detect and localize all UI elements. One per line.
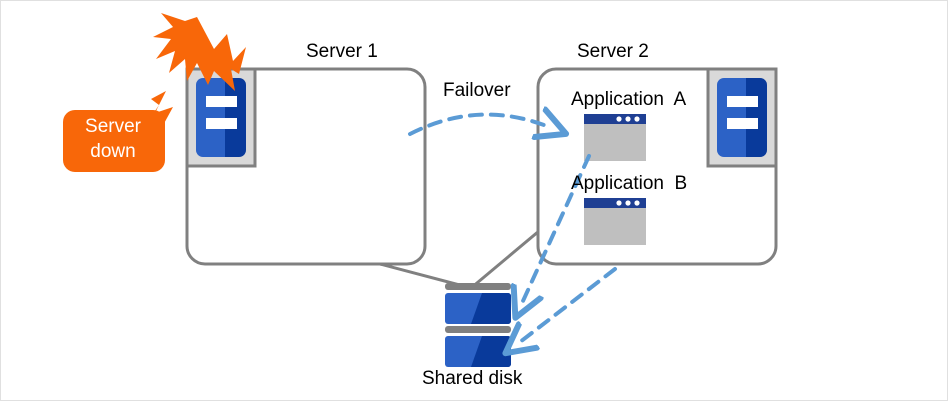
app-b-to-disk-arrow xyxy=(520,267,617,342)
app-a-to-disk-arrow xyxy=(523,154,591,301)
application-a-label: Application A xyxy=(571,89,687,110)
server-down-line2: down xyxy=(90,141,136,162)
application-a-icon xyxy=(584,114,646,161)
shared-disk-label: Shared disk xyxy=(422,368,523,389)
server-down-badge-text: Server down xyxy=(67,114,159,164)
application-b-icon xyxy=(584,198,646,245)
server-down-line1: Server xyxy=(85,116,141,137)
server-icon-2 xyxy=(706,67,778,168)
failover-arrow xyxy=(408,115,549,134)
shared-disk-icon xyxy=(445,283,511,367)
server2-disk-line xyxy=(470,166,541,290)
failover-label: Failover xyxy=(443,80,511,101)
server1-title: Server 1 xyxy=(306,41,378,62)
server-icon-1 xyxy=(185,67,257,168)
application-b-label: Application B xyxy=(571,173,688,194)
server2-title: Server 2 xyxy=(577,41,649,62)
server-down-badge xyxy=(63,110,165,172)
